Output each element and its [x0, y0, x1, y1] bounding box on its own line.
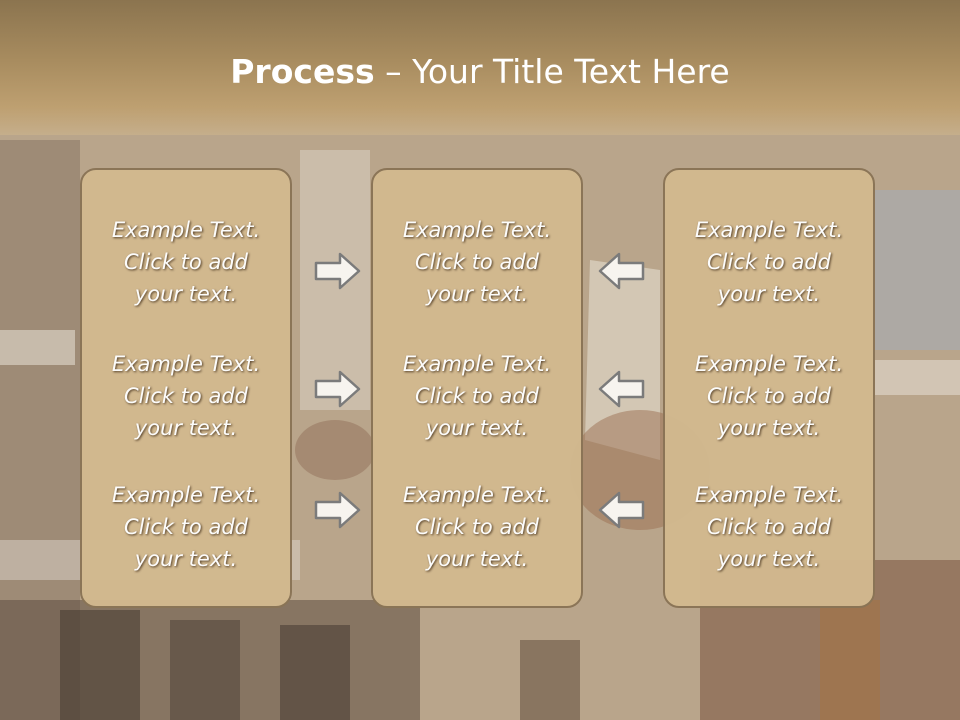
arrow-left-icon — [598, 252, 645, 290]
process-box-left[interactable]: Example Text. Click to add your text. Ex… — [80, 168, 292, 608]
slide-title[interactable]: Process – Your Title Text Here — [0, 52, 960, 91]
title-rest: – Your Title Text Here — [374, 52, 730, 91]
arrow-left-icon — [598, 491, 645, 529]
title-bold: Process — [230, 52, 375, 91]
placeholder-text[interactable]: Example Text. Click to add your text. — [111, 352, 261, 440]
arrow-right-icon — [314, 370, 361, 408]
process-box-right[interactable]: Example Text. Click to add your text. Ex… — [663, 168, 875, 608]
placeholder-text[interactable]: Example Text. Click to add your text. — [694, 352, 844, 440]
placeholder-text[interactable]: Example Text. Click to add your text. — [111, 483, 261, 571]
arrow-right-icon — [314, 252, 361, 290]
placeholder-text[interactable]: Example Text. Click to add your text. — [402, 352, 552, 440]
placeholder-text[interactable]: Example Text. Click to add your text. — [694, 218, 844, 306]
title-bar — [0, 0, 960, 135]
placeholder-text[interactable]: Example Text. Click to add your text. — [402, 218, 552, 306]
process-box-center[interactable]: Example Text. Click to add your text. Ex… — [371, 168, 583, 608]
arrow-left-icon — [598, 370, 645, 408]
arrow-right-icon — [314, 491, 361, 529]
placeholder-text[interactable]: Example Text. Click to add your text. — [694, 483, 844, 571]
placeholder-text[interactable]: Example Text. Click to add your text. — [402, 483, 552, 571]
placeholder-text[interactable]: Example Text. Click to add your text. — [111, 218, 261, 306]
